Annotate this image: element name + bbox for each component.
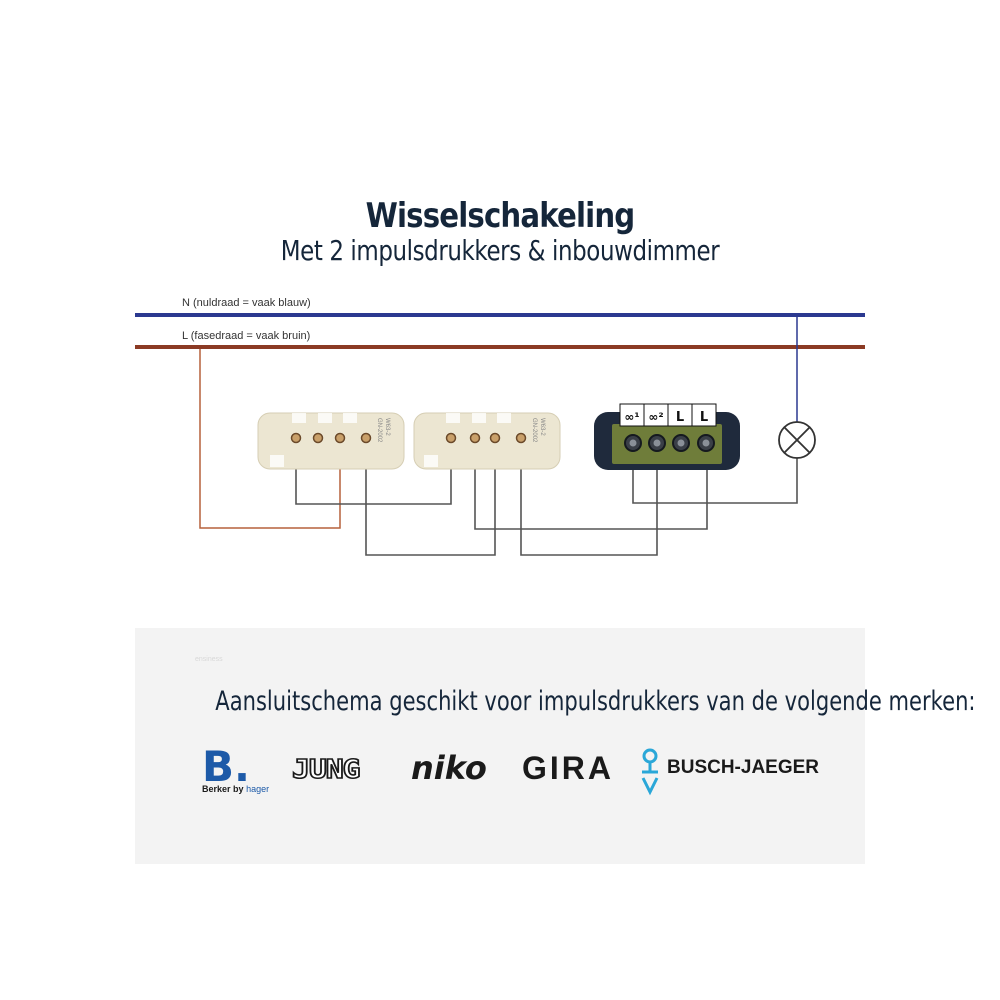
wire-dimmer-lamp bbox=[632, 444, 798, 504]
gira-logo: GIRA bbox=[522, 750, 614, 786]
busch-jaeger-logo: BUSCH-JAEGER bbox=[667, 757, 820, 778]
berker-name: Berker by hager bbox=[202, 784, 270, 794]
switch-1-model-b: W63-2 bbox=[384, 418, 390, 436]
switch-2-model-b: W63-2 bbox=[539, 418, 545, 436]
page-title: Wisselschakeling bbox=[365, 196, 636, 236]
berker-mark: B. bbox=[202, 742, 250, 791]
brands-caption: Aansluitschema geschikt voor impulsdrukk… bbox=[215, 686, 976, 717]
impulse-switch-2: GN-2002 W63-2 bbox=[413, 412, 561, 470]
jung-logo: JUNG bbox=[291, 755, 361, 785]
dimmer-terminal-label-1: ∞¹ bbox=[624, 410, 639, 424]
niko-logo: niko bbox=[411, 749, 487, 787]
wire-sw1-sw2 bbox=[295, 440, 452, 505]
lamp-cross-icon bbox=[778, 421, 816, 459]
wiring-diagram: N (nuldraad = vaak blauw) L (fasedraad =… bbox=[135, 297, 865, 556]
wire-sw2-dimmer-l bbox=[474, 440, 708, 530]
wire-sw2-dimmer-2 bbox=[520, 440, 658, 556]
dimmer-terminal-label-3: L bbox=[676, 410, 684, 425]
phase-feed-wire bbox=[199, 349, 341, 529]
phase-wire-label: L (fasedraad = vaak bruin) bbox=[182, 330, 310, 342]
dimmer-terminal-label-2: ∞² bbox=[648, 410, 663, 424]
switch-1-model: GN-2002 bbox=[376, 418, 382, 443]
neutral-wire-label: N (nuldraad = vaak blauw) bbox=[182, 297, 311, 309]
switch-wires bbox=[295, 440, 798, 556]
dimmer-terminal-label-4: L bbox=[700, 410, 708, 425]
berker-logo: B. Berker by hager bbox=[202, 746, 282, 798]
busch-jaeger-icon bbox=[641, 748, 659, 796]
watermark: ensiness bbox=[195, 656, 223, 663]
flush-dimmer: ∞¹ ∞² L L bbox=[594, 403, 740, 470]
impulse-switch-1: GN-2002 W63-2 bbox=[257, 412, 405, 470]
wire-sw1-sw2-b bbox=[365, 440, 496, 556]
page-subtitle: Met 2 impulsdrukkers & inbouwdimmer bbox=[280, 234, 720, 267]
brands-panel: ensiness Aansluitschema geschikt voor im… bbox=[135, 628, 976, 864]
switch-2-model: GN-2002 bbox=[531, 418, 537, 443]
